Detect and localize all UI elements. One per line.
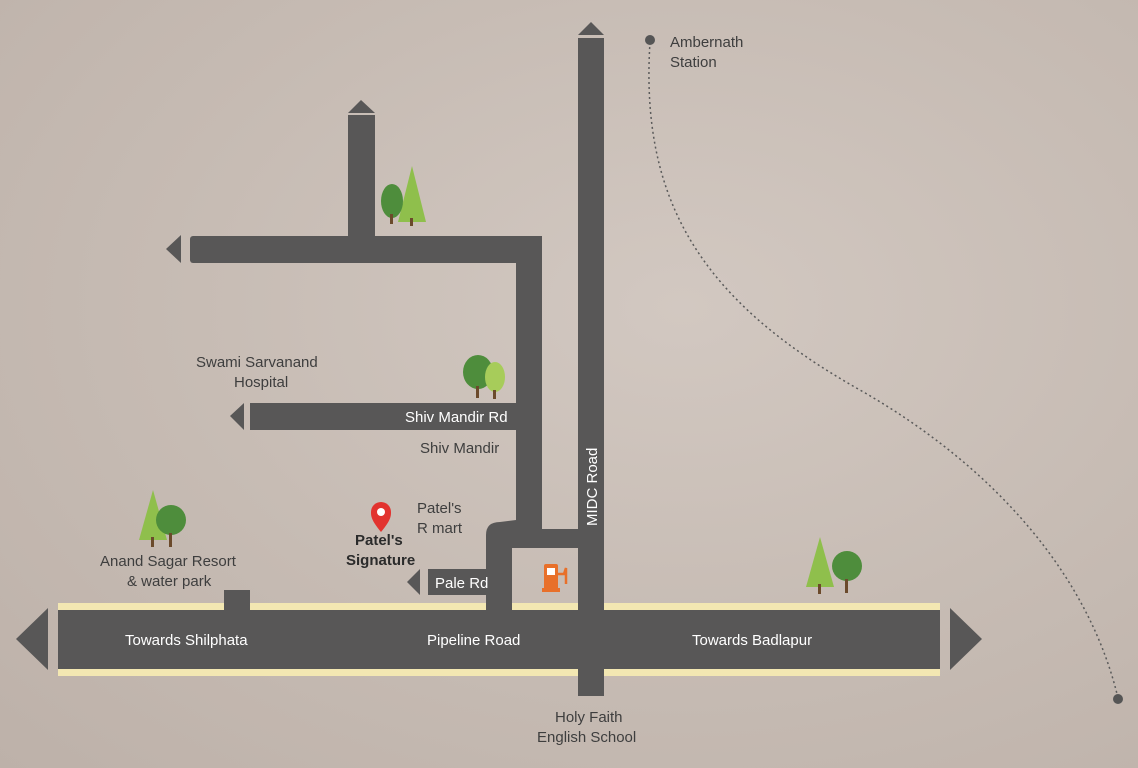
map-pin-icon[interactable] <box>371 502 391 532</box>
arrow-up-icon <box>578 22 604 35</box>
school-label-2: English School <box>537 729 636 746</box>
pale-connector <box>486 520 578 610</box>
arrow-right-icon <box>950 608 982 670</box>
arrow-left-icon <box>16 608 48 670</box>
fuel-pump-icon <box>542 564 568 592</box>
shiv-mandir-label: Shiv Mandir <box>420 440 499 457</box>
midc-road-south-stub <box>578 668 604 696</box>
connector-road[interactable] <box>516 236 542 529</box>
resort-connector <box>224 590 250 610</box>
rail-end-dot <box>1113 694 1123 704</box>
ambernath-station-dot <box>645 35 655 45</box>
arrow-left-icon-3 <box>230 403 244 430</box>
railway-line <box>648 41 1119 699</box>
tree-icon-3 <box>139 490 186 547</box>
hospital-label-2: Hospital <box>234 374 288 391</box>
arrow-up-icon-2 <box>348 100 375 113</box>
rmart-label-1: Patel's <box>417 500 462 517</box>
project-label-1: Patel's <box>355 532 403 549</box>
pipeline-road-label: Pipeline Road <box>427 632 520 649</box>
resort-label-2: & water park <box>127 573 212 590</box>
midc-road[interactable] <box>578 38 604 610</box>
tree-icon <box>381 166 426 226</box>
rmart-label-2: R mart <box>417 520 463 537</box>
pipeline-road[interactable] <box>58 610 940 669</box>
tree-icon-2 <box>463 355 505 399</box>
pale-rd-label: Pale Rd <box>435 575 488 592</box>
tree-icon-4 <box>806 537 862 594</box>
hospital-label-1: Swami Sarvanand <box>196 354 318 371</box>
shiv-mandir-rd-label: Shiv Mandir Rd <box>405 409 508 426</box>
pale-road[interactable] <box>428 569 490 595</box>
towards-badlapur-label: Towards Badlapur <box>692 632 812 649</box>
school-label-1: Holy Faith <box>555 709 623 726</box>
north-spur <box>348 115 375 240</box>
upper-road <box>190 236 542 263</box>
ambernath-label-2: Station <box>670 54 717 71</box>
ambernath-label-1: Ambernath <box>670 34 743 51</box>
midc-road-label: MIDC Road <box>584 448 601 526</box>
arrow-left-icon-4 <box>407 569 420 595</box>
arrow-left-icon-2 <box>166 235 181 263</box>
resort-label-1: Anand Sagar Resort <box>100 553 237 570</box>
project-label-2: Signature <box>346 552 415 569</box>
shiv-mandir-road[interactable] <box>250 403 518 430</box>
towards-shilphata-label: Towards Shilphata <box>125 632 248 649</box>
